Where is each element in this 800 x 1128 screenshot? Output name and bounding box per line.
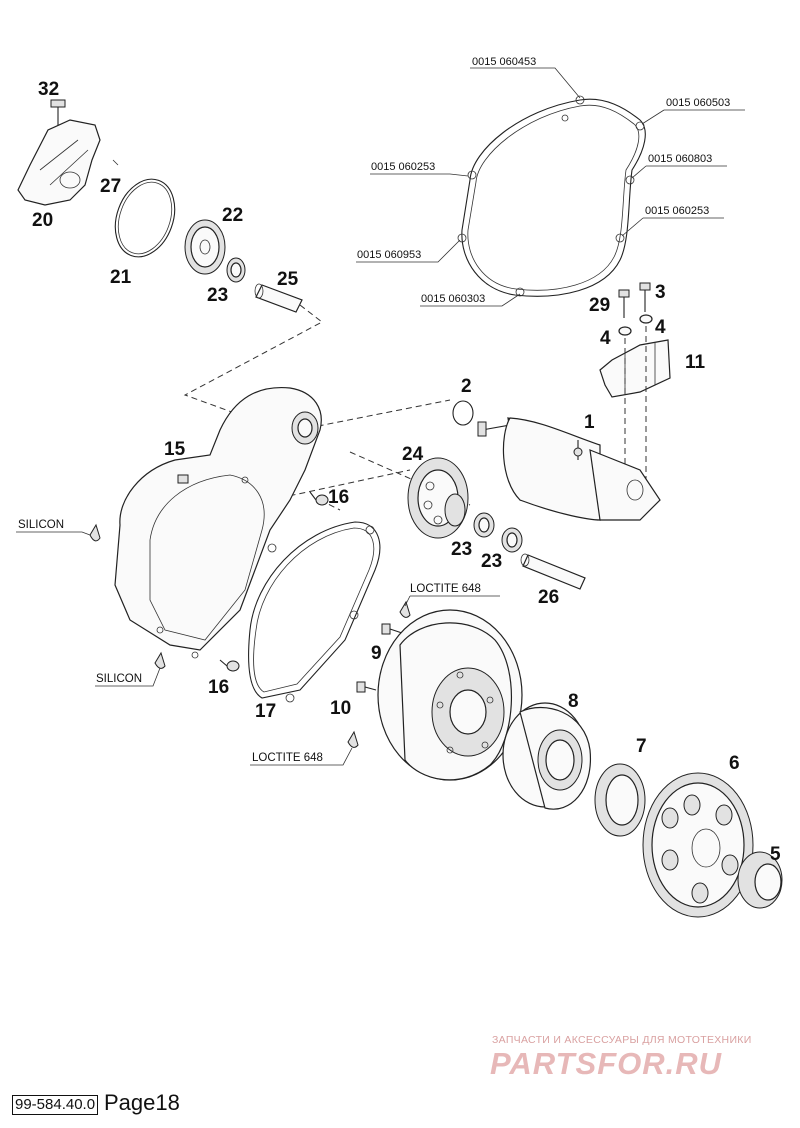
bearing-23a-part [226,257,246,283]
needle-bearing-5-part [737,851,783,909]
part-num-4b: 4 [655,317,666,338]
bolt-10-part [356,681,377,693]
silicon-drop-1 [89,523,101,542]
gear-22-part [184,219,226,275]
gasket-code-3: 0015 060253 [371,161,435,173]
flywheel-part [377,609,523,781]
part-num-21: 21 [110,267,132,288]
part-num-7: 7 [636,736,647,757]
watermark-logo: PARTSFOR.RU [490,1046,723,1081]
bearing-23b-part [473,512,495,538]
part-num-23-right: 23 [481,551,502,572]
page-label: Page18 [104,1090,180,1115]
part-num-3: 3 [655,282,666,303]
part-num-11: 11 [685,352,706,373]
part-num-6: 6 [729,753,740,774]
part-num-1: 1 [584,412,595,433]
ring-gear-6-part [642,772,754,918]
part-num-4a: 4 [600,328,611,349]
bolt-3-part [639,282,651,312]
o-ring-21-part [114,178,176,258]
part-num-15: 15 [164,439,186,460]
shaft-26-part [520,553,586,590]
catalog-code: 99-584.40.0 [12,1095,99,1115]
bolt-29-part [618,289,630,318]
shaft-25-part [254,283,303,313]
bearing-23c-part [501,527,523,553]
o-ring-2-part [452,400,474,426]
part-num-29: 29 [589,295,610,316]
part-num-10: 10 [330,698,351,719]
gasket-code-5: 0015 060253 [645,205,709,217]
starter-motor-part [477,417,661,521]
silicon-label-2: SILICON [96,673,142,685]
gasket-leaders [356,67,745,307]
part-num-26: 26 [538,587,559,608]
pin-27-part [112,159,119,166]
part-num-25: 25 [277,269,299,290]
silicon-label-1: SILICON [18,519,64,531]
ignition-cover-part [114,386,322,659]
part-num-9: 9 [371,643,382,664]
bracket-11-part [599,339,671,398]
loctite-label-1: LOCTITE 648 [410,583,481,595]
dowel-16b-part [219,659,240,672]
gasket-code-1: 0015 060453 [472,56,536,68]
loctite-label-2: LOCTITE 648 [252,752,323,764]
gasket-code-6: 0015 060953 [357,249,421,261]
gear-24-part [407,457,469,539]
part-num-20: 20 [32,210,53,231]
bolt-9-part [381,623,403,635]
part-num-22: 22 [222,205,243,226]
watermark-subtitle: ЗАПЧАСТИ И АКСЕССУАРЫ ДЛЯ МОТОТЕХНИКИ [492,1034,752,1046]
loctite-drop-2 [347,730,359,748]
part-num-17: 17 [255,701,276,722]
dowel-16a-part [309,491,329,506]
clutch-housing-8-part [502,702,592,810]
sprag-clutch-7-part [594,763,646,837]
part-num-5: 5 [770,844,781,865]
washer-4a-part [618,326,632,336]
gasket-code-7: 0015 060303 [421,293,485,305]
part-num-23-left: 23 [451,539,472,560]
silicon-drop-2 [154,651,166,669]
part-num-27: 27 [100,176,121,197]
cover-gasket-17-part [248,521,381,703]
gasket-code-2: 0015 060503 [666,97,730,109]
part-num-8: 8 [568,691,579,712]
part-num-16-top: 16 [328,487,349,508]
gasket-code-4: 0015 060803 [648,153,712,165]
part-num-16-bottom: 16 [208,677,229,698]
pump-cover-part [17,99,101,206]
part-num-2: 2 [461,376,472,397]
gasket-part [457,95,646,297]
part-num-32: 32 [38,79,59,100]
loctite-drop-1 [399,600,411,618]
washer-4b-part [639,314,653,324]
part-num-24: 24 [402,444,424,465]
part-num-23-top: 23 [207,285,228,306]
